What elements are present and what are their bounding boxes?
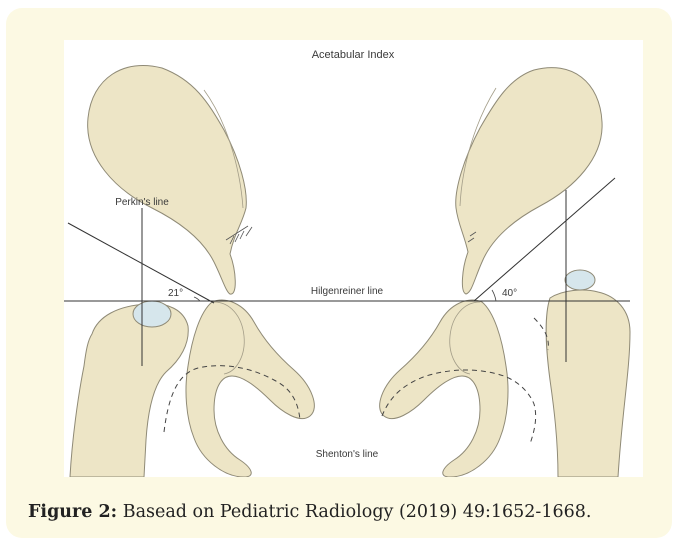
figure-caption: Figure 2: Basead on Pediatric Radiology … <box>28 502 591 522</box>
right-ilium <box>456 68 602 294</box>
caption-text: Basead on Pediatric Radiology (2019) 49:… <box>123 502 592 522</box>
figure-illustration: Acetabular Index Perkin's line Hilgenrei… <box>64 40 643 477</box>
left-angle-arc <box>194 297 200 301</box>
left-ilium <box>88 65 247 294</box>
figure-card: Acetabular Index Perkin's line Hilgenrei… <box>6 8 672 538</box>
left-femur <box>70 304 188 477</box>
caption-label: Figure 2: <box>28 502 117 522</box>
hilgenreiner-line-label: Hilgenreiner line <box>311 286 384 297</box>
right-angle-label: 40° <box>502 288 517 299</box>
left-acetabular-roof-line <box>68 223 214 303</box>
right-femoral-head-cartilage <box>565 270 595 290</box>
right-femur <box>546 290 630 477</box>
shentons-line-label: Shenton's line <box>316 449 379 460</box>
diagram-title: Acetabular Index <box>312 49 395 61</box>
left-angle-label: 21° <box>168 288 183 299</box>
right-pubis <box>380 300 508 477</box>
right-angle-arc <box>492 290 496 301</box>
hip-diagram: Acetabular Index Perkin's line Hilgenrei… <box>64 40 643 477</box>
left-femoral-head-cartilage <box>133 301 171 327</box>
perkins-line-label: Perkin's line <box>115 197 169 208</box>
left-pubis <box>186 300 314 477</box>
